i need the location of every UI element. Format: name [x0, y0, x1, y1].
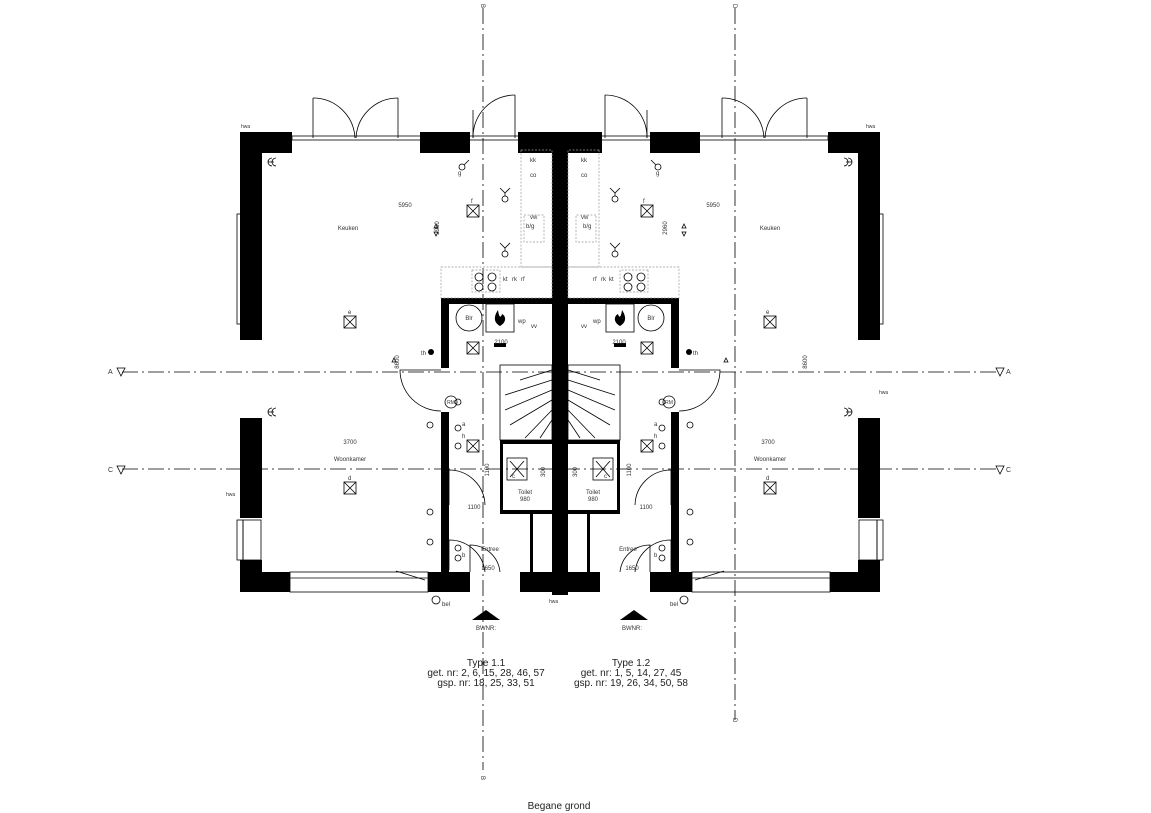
dim-toilet-depth-left: 300	[541, 466, 547, 477]
section-label-c-right: C	[1006, 467, 1011, 474]
entrance-marker-right: BWNR:	[622, 626, 642, 632]
label-h-left: h	[462, 434, 465, 440]
unit-type-left: Type 1.1	[467, 658, 506, 669]
dim-hall-width-left: 1100	[468, 505, 482, 511]
dim-toilet-depth-right: 300	[573, 466, 579, 477]
label-bg-right: b/g	[583, 224, 591, 230]
section-marker-c-left	[116, 465, 126, 475]
label-rf-right: rf	[593, 277, 597, 283]
label-vv-left: vv	[531, 324, 537, 330]
label-d-left: d	[348, 476, 351, 482]
dim-kitchen-width-right: 5950	[706, 203, 720, 209]
label-rk-left: rk	[512, 277, 518, 283]
label-vw-right: vw	[581, 215, 589, 221]
label-rf-left: rf	[521, 277, 525, 283]
label-c-right: c	[604, 474, 607, 480]
entrance-marker-left: BWNR:	[476, 626, 496, 632]
label-kt-right: kt	[609, 277, 614, 283]
label-hwa-right: hwa	[866, 124, 875, 130]
label-g-left: g	[458, 171, 461, 177]
section-label-a: A	[108, 369, 113, 376]
label-e-right: e	[766, 310, 770, 316]
label-hwa-center: hwa	[549, 599, 558, 605]
label-rm-left: RM	[447, 400, 455, 406]
label-kk-left: kk	[530, 158, 537, 164]
room-label-entrance-left: Entree	[481, 547, 499, 553]
room-label-entrance-right: Entree	[619, 547, 637, 553]
dim-living-width-left: 3700	[343, 440, 357, 446]
label-kk-right: kk	[581, 158, 588, 164]
label-hwa-left: hwa	[241, 124, 250, 130]
dim-kitchen-depth-left: 2960	[435, 221, 441, 235]
dim-utility-width-right: 2100	[612, 340, 626, 346]
section-label-b-bottom: B	[479, 776, 485, 780]
label-h-right: h	[654, 434, 657, 440]
label-th-left: th	[421, 351, 426, 357]
label-hwa-right-side: hwa	[879, 390, 888, 396]
dim-entrance-width-left: 1650	[481, 566, 495, 572]
label-boiler-left: Blr	[465, 316, 472, 322]
unit-gsp-nr-left: gsp. nr: 18, 25, 33, 51	[437, 678, 535, 689]
dim-kitchen-depth-right: 2960	[663, 221, 669, 235]
section-label-b: B	[479, 4, 485, 8]
dim-living-depth-left: 8600	[395, 355, 401, 369]
section-label-d-bottom: D	[731, 718, 737, 723]
label-hwa-left-side: hwa	[226, 492, 235, 498]
label-e-left: e	[348, 310, 352, 316]
dim-hall-depth-right: 1100	[627, 463, 633, 477]
label-rk-right: rk	[601, 277, 607, 283]
dim-hall-depth-left: 1100	[485, 463, 491, 477]
label-bel-left: bel	[442, 602, 450, 608]
unit-get-nr-left: get. nr: 2, 6, 15, 28, 46, 57	[427, 668, 545, 679]
label-b-left: b	[462, 553, 466, 559]
label-rm-right: RM	[665, 400, 673, 406]
label-vw-left: vw	[530, 215, 538, 221]
label-bg-left: b/g	[526, 224, 534, 230]
label-wp-right: wp	[592, 319, 601, 325]
section-label-d: D	[731, 4, 737, 9]
label-kt-left: kt	[503, 277, 508, 283]
label-co-left: co	[530, 173, 537, 179]
label-d-right: d	[766, 476, 769, 482]
label-bel-right: bel	[670, 602, 678, 608]
unit-get-nr-right: get. nr: 1, 5, 14, 27, 45	[581, 668, 682, 679]
label-vv-right: vv	[581, 324, 587, 330]
dim-hall-width-right: 1100	[640, 505, 654, 511]
section-label-a-right: A	[1006, 369, 1011, 376]
label-th-right: th	[693, 351, 698, 357]
unit-gsp-nr-right: gsp. nr: 19, 26, 34, 50, 58	[574, 678, 688, 689]
section-label-c: C	[108, 467, 113, 474]
section-marker-a-right	[995, 367, 1005, 377]
label-f-right: f	[643, 199, 645, 205]
dim-living-depth-right: 8600	[803, 355, 809, 369]
section-marker-a-left	[116, 367, 126, 377]
dim-toilet-width-left: 980	[520, 497, 531, 503]
room-label-toilet-left: Toilet	[518, 490, 532, 496]
dim-utility-width-left: 2100	[494, 340, 508, 346]
label-a-left: a	[462, 422, 466, 428]
room-label-living-left: Woonkamer	[334, 457, 366, 463]
label-c-left: c	[512, 474, 515, 480]
room-label-kitchen-right: Keuken	[760, 226, 780, 232]
room-label-toilet-right: Toilet	[586, 490, 600, 496]
label-f-left: f	[471, 199, 473, 205]
unit-type-right: Type 1.2	[612, 658, 651, 669]
label-b-right: b	[654, 553, 658, 559]
dim-living-width-right: 3700	[761, 440, 775, 446]
dim-kitchen-width-left: 5950	[398, 203, 412, 209]
label-a-right: a	[654, 422, 658, 428]
unit-right-plan	[559, 94, 884, 621]
dim-toilet-width-right: 980	[588, 497, 599, 503]
label-g-right: g	[656, 171, 659, 177]
section-marker-c-right	[995, 465, 1005, 475]
room-label-kitchen-left: Keuken	[338, 226, 358, 232]
label-wp-left: wp	[517, 319, 526, 325]
room-label-living-right: Woonkamer	[754, 457, 786, 463]
drawing-title: Begane grond	[528, 801, 591, 812]
label-boiler-right: Blr	[647, 316, 654, 322]
dim-entrance-width-right: 1650	[625, 566, 639, 572]
label-co-right: co	[581, 173, 588, 179]
